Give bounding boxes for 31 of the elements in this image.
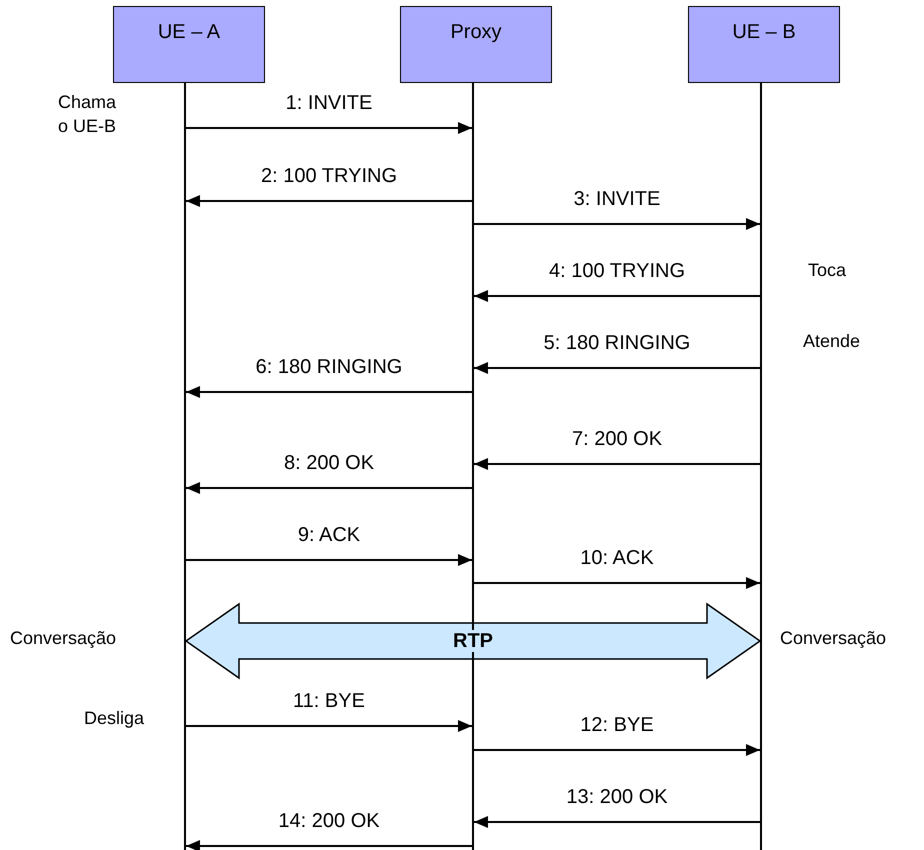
message-arrow — [186, 122, 472, 134]
double-arrow — [184, 602, 762, 680]
message-arrow — [186, 554, 472, 566]
message-arrow — [474, 290, 760, 302]
side-note: Chama o UE-B — [58, 91, 118, 138]
message-arrow — [186, 482, 472, 494]
message-label: RTP — [452, 630, 494, 652]
side-note: Conversação — [780, 627, 886, 650]
side-note: Desliga — [84, 707, 144, 730]
message-arrow — [474, 218, 760, 230]
message-arrow — [474, 744, 760, 756]
message-arrow — [474, 577, 760, 589]
lifeline — [184, 83, 186, 850]
side-note: Atende — [803, 330, 860, 353]
message-arrow — [186, 720, 472, 732]
message-arrow — [186, 840, 472, 850]
message-arrow — [186, 386, 472, 398]
message-arrow — [474, 362, 760, 374]
lifeline — [760, 83, 762, 850]
message-arrow — [474, 816, 760, 828]
participant-name: Proxy — [450, 21, 502, 45]
participant-box — [400, 6, 552, 83]
participant-box — [688, 6, 840, 83]
side-note: Toca — [808, 259, 846, 282]
lifeline — [472, 83, 474, 850]
participant-name: UE – A — [158, 21, 220, 45]
participant-name: UE – B — [732, 21, 796, 45]
side-note: Conversação — [10, 627, 116, 650]
message-arrow — [186, 195, 472, 207]
participant-box — [113, 6, 265, 83]
message-arrow — [474, 458, 760, 470]
